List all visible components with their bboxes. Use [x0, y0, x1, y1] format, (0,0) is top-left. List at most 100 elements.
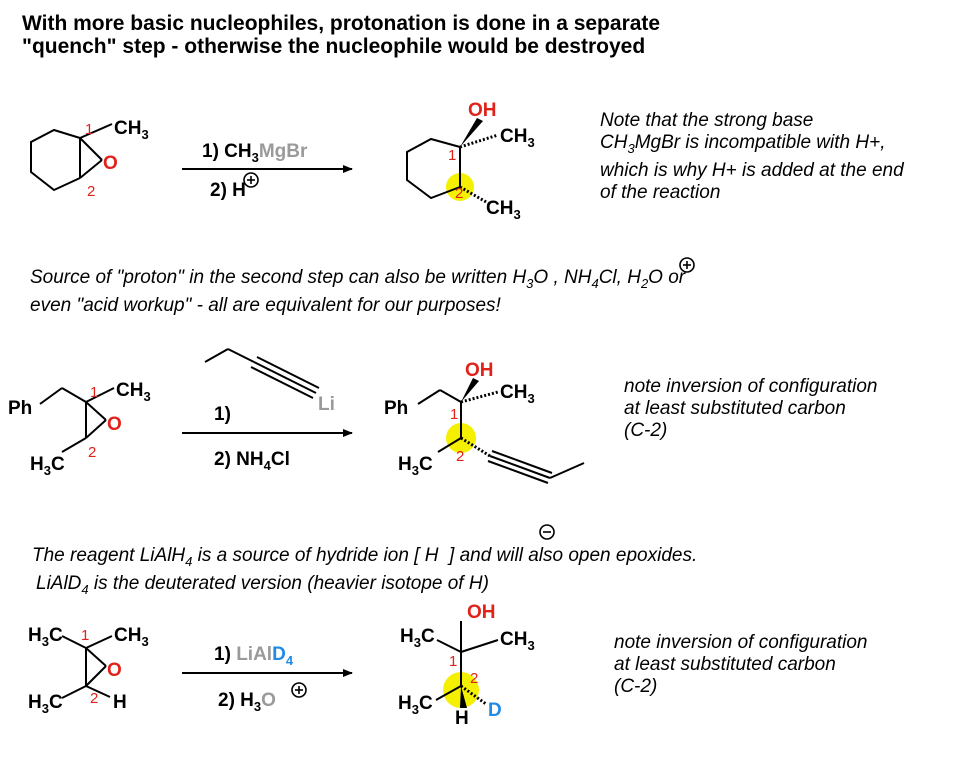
- reaction2-note-line: note inversion of configuration: [624, 376, 878, 397]
- reaction2-note-line: (C-2): [624, 420, 668, 441]
- triple-bond: [489, 455, 551, 479]
- product3-h3c-bottom: H3C: [398, 693, 433, 717]
- reactant3-o: O: [107, 660, 122, 681]
- reaction1-note-line: of the reaction: [600, 181, 721, 203]
- bond: [61, 635, 87, 649]
- reaction3-reactant: [61, 635, 113, 699]
- positive-charge-icon: [291, 682, 307, 698]
- triple-bond: [250, 366, 314, 399]
- cyclohexane-ring: [30, 128, 81, 192]
- reactant1-o: O: [103, 153, 118, 174]
- reaction2-reactant: [39, 387, 115, 453]
- carbon-number-1: 1: [90, 384, 98, 401]
- reaction2-note-line: at least substituted carbon: [624, 398, 846, 419]
- reaction2-step2: 2) NH4Cl: [214, 449, 290, 473]
- product2-ch3: CH3: [500, 382, 535, 406]
- reagent-li: Li: [318, 394, 335, 415]
- lithium-acetylide: [204, 348, 320, 399]
- reactant3-h: H: [113, 692, 127, 713]
- product3-h: H: [455, 708, 469, 729]
- reaction1-note-line: Note that the strong base: [600, 110, 814, 131]
- carbon-number-1: 1: [81, 627, 89, 644]
- wedge-bond: [461, 378, 479, 402]
- reactant3-h3c-bottom: H3C: [28, 692, 63, 716]
- triple-bond: [491, 450, 553, 474]
- reaction3-note: note inversion of configuration at least…: [614, 632, 868, 698]
- carbon-number-2: 2: [470, 670, 478, 687]
- reactant3-h3c-top: H3C: [28, 625, 63, 649]
- carbon-number-1: 1: [448, 147, 456, 164]
- bond: [460, 639, 499, 653]
- wedge-bond: [460, 118, 483, 147]
- bond: [436, 639, 462, 653]
- reaction1-step2: 2) H: [210, 180, 246, 201]
- reactant1-ch3: CH3: [114, 118, 149, 142]
- source-note: Source of "proton" in the second step ca…: [30, 267, 685, 317]
- product3-ch3: CH3: [500, 629, 535, 653]
- product2-oh: OH: [465, 360, 494, 381]
- bond: [549, 462, 585, 479]
- reactant3-ch3: CH3: [114, 625, 149, 649]
- epoxide-bond: [79, 137, 103, 161]
- positive-charge-icon: [679, 257, 695, 273]
- title-line-1: With more basic nucleophiles, protonatio…: [22, 12, 661, 35]
- carbon-number-2: 2: [456, 448, 464, 465]
- epoxide-bond: [85, 401, 107, 421]
- reactant2-ch3: CH3: [116, 380, 151, 404]
- reaction1-step1: 1) CH3MgBr: [202, 141, 308, 165]
- product1-ch3-bottom: CH3: [486, 198, 521, 222]
- hash-bond: [460, 684, 487, 706]
- title-line-2: "quench" step - otherwise the nucleophil…: [22, 35, 646, 58]
- epoxide-bond: [85, 665, 107, 687]
- methyl-bond: [61, 437, 87, 453]
- product1-ch3-top: CH3: [500, 126, 535, 150]
- reaction2-product: [417, 378, 585, 484]
- hash-bond: [459, 185, 489, 205]
- product3-d: D: [488, 700, 502, 721]
- reactant2-h3c: H3C: [30, 454, 65, 478]
- bond: [439, 389, 462, 403]
- reaction2-step1: 1): [214, 404, 231, 425]
- reaction3-step1: 1) LiAlD4: [214, 644, 294, 668]
- epoxide-bond: [85, 647, 107, 667]
- reaction3-note-line: (C-2): [614, 676, 658, 697]
- carbon-number-2: 2: [88, 444, 96, 461]
- page-title: With more basic nucleophiles, protonatio…: [22, 12, 660, 58]
- reaction3-note-line: at least substituted carbon: [614, 654, 836, 675]
- methyl-bond: [79, 123, 113, 139]
- bond: [39, 387, 63, 405]
- bond: [85, 685, 111, 698]
- source-note-line-1: Source of "proton" in the second step ca…: [30, 267, 686, 291]
- carbon-number-2: 2: [455, 185, 463, 202]
- triple-bond: [256, 356, 320, 389]
- reaction3-step2: 2) H3O: [218, 690, 276, 714]
- hash-bond: [459, 133, 499, 149]
- bond: [435, 685, 462, 701]
- reaction1-reactant: [30, 123, 113, 192]
- epoxide-bond: [85, 419, 107, 439]
- hash-bond: [460, 436, 491, 458]
- product2-ph: Ph: [384, 398, 408, 419]
- bond: [61, 685, 87, 699]
- bond: [227, 348, 255, 363]
- bond: [61, 387, 87, 403]
- reaction2-note: note inversion of configuration at least…: [624, 376, 878, 442]
- bond: [417, 389, 441, 405]
- triple-bond: [487, 460, 549, 484]
- reaction3-note-line: note inversion of configuration: [614, 632, 868, 653]
- carbon-number-1: 1: [449, 653, 457, 670]
- source-note-line-2: even "acid workup" - all are equivalent …: [30, 294, 501, 316]
- epoxide-bond: [79, 159, 103, 179]
- negative-charge-icon: [539, 524, 555, 540]
- methyl-bond: [85, 387, 115, 403]
- reaction1-note-line: which is why H+ is added at the end: [600, 159, 904, 181]
- triple-bond: [253, 361, 317, 394]
- product3-h3c-top: H3C: [400, 626, 435, 650]
- reactant2-o: O: [107, 414, 122, 435]
- carbon-number-2: 2: [90, 690, 98, 707]
- bond: [204, 348, 229, 363]
- reaction1-note: Note that the strong base CH3MgBr is inc…: [600, 110, 904, 204]
- carbon-number-2: 2: [87, 183, 95, 200]
- reactant2-ph: Ph: [8, 398, 32, 419]
